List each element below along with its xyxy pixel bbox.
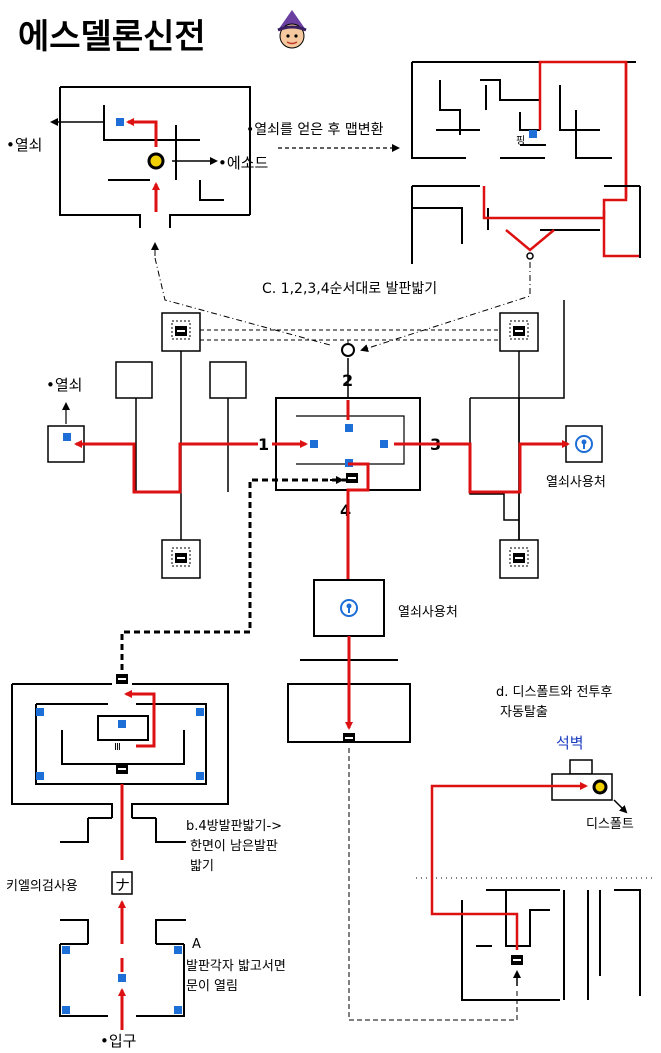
label-entrance: •입구 [100, 1032, 136, 1050]
room-left-b [209, 361, 247, 399]
label-key-mid: •열쇠 [46, 376, 82, 394]
label-step-d-2: 자동탈출 [500, 705, 548, 720]
kiel-sword-slot [111, 871, 133, 895]
bottom-left-maze [11, 683, 229, 818]
label-after-key: •열쇠를 얻은 후 맵변환 [246, 122, 384, 138]
label-key-top: •열쇠 [6, 136, 42, 154]
entrance-room [59, 943, 185, 1017]
plate-3 [380, 440, 388, 448]
room-left-a [115, 361, 153, 399]
label-step-b-2: 한면이 남은발판 [190, 839, 278, 854]
plate-2 [345, 424, 353, 432]
route-middle [74, 400, 570, 602]
label-stone-wall: 석벽 [556, 734, 584, 752]
label-keyuse-center: 열쇠사용처 [398, 605, 458, 620]
witch-avatar-icon [277, 10, 307, 49]
entrance-plates [62, 946, 182, 1014]
key-plate-top [116, 118, 124, 126]
plate-1 [310, 440, 318, 448]
label-ht: 핑 [516, 135, 525, 147]
label-kiel-stone: 키엘의검사용 [6, 879, 78, 894]
plate-top-right [529, 130, 537, 138]
route-displot [430, 782, 588, 950]
label-step-d-1: d. 디스폴트와 전투후 [496, 685, 612, 700]
label-step-a-2: 발판각자 밟고서면 [186, 959, 286, 974]
label-step-a-3: 문이 열림 [186, 979, 238, 994]
kiel-corridor [60, 817, 186, 944]
label-displot: 디스폴트 [586, 817, 634, 832]
page-title: 에스델론신전 [18, 17, 206, 57]
key-plate-left [63, 433, 71, 441]
switch-box-br [499, 539, 539, 579]
dashed-route-bottom [348, 748, 518, 1021]
label-step-c: C. 1,2,3,4순서대로 발판밟기 [262, 281, 437, 297]
label-step-b-3: 밟기 [190, 859, 214, 874]
top-right-map-lower [411, 185, 641, 264]
keyhole-icon-center [340, 599, 358, 617]
maze-plates [36, 708, 204, 780]
label-episode: •에소드 [218, 154, 268, 172]
top-node [341, 343, 355, 357]
bottom-right-maze [461, 889, 641, 1001]
yellow-portal-icon [147, 152, 165, 170]
label-step-a-1: A [192, 937, 201, 952]
switch-box-bl [161, 539, 201, 579]
top-left-room [59, 86, 251, 228]
label-num1: 1 [258, 435, 269, 454]
kiel-glyph: ナ [115, 876, 130, 894]
gate-glyph: Ⅲ [114, 742, 121, 753]
switch-box-tr [499, 312, 539, 352]
route-top-right-upper [538, 60, 640, 258]
dashed-route-lower-left [120, 478, 348, 676]
map-exit-dot [526, 252, 534, 260]
route-maze [120, 690, 156, 860]
route-top-right-lower [482, 186, 606, 220]
stone-wall-room [551, 759, 613, 801]
switch-box-tl [161, 312, 201, 352]
label-step-b-1: b.4방발판밟기-> [186, 819, 282, 834]
keyhole-icon [575, 435, 593, 453]
label-num4: 4 [340, 501, 351, 520]
route-funnel [505, 229, 555, 252]
right-side-room [469, 397, 520, 540]
label-num2: 2 [342, 371, 353, 390]
label-keyuse-right: 열쇠사용처 [546, 475, 606, 490]
step-c-lines [151, 242, 531, 352]
